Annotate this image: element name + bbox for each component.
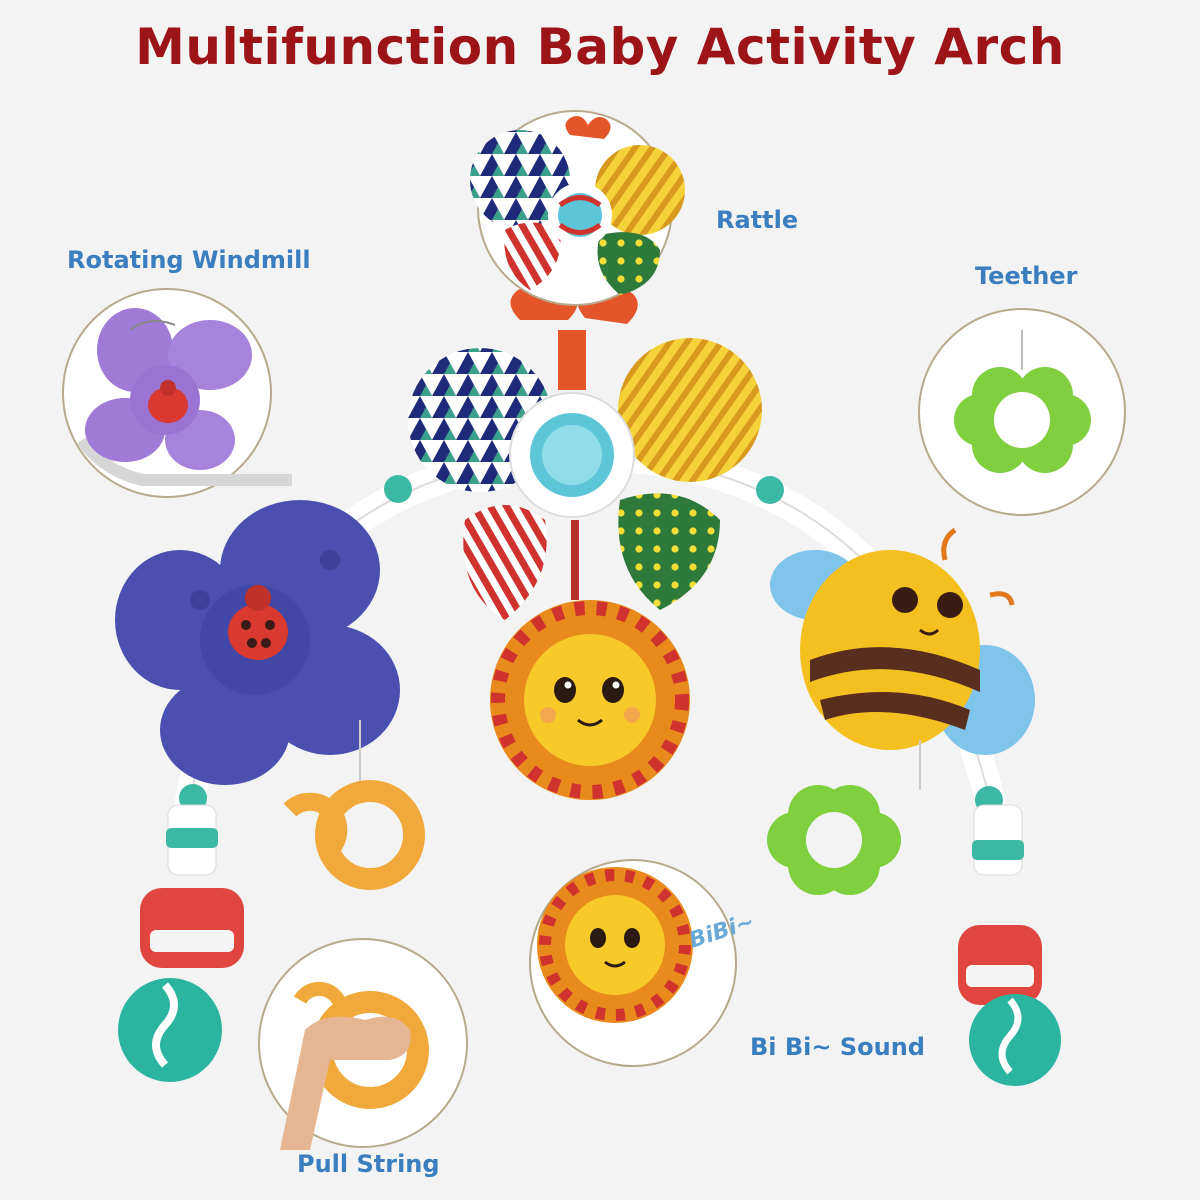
teether-feature-circle xyxy=(918,308,1126,516)
windmill-feature-circle xyxy=(62,288,292,498)
label-windmill: Rotating Windmill xyxy=(67,246,311,274)
page-title: Multifunction Baby Activity Arch xyxy=(135,18,1065,76)
left-clip xyxy=(118,804,244,1082)
bee-icon xyxy=(770,527,1035,755)
ladybug-icon xyxy=(228,585,288,660)
right-clip xyxy=(958,804,1061,1086)
label-rattle: Rattle xyxy=(716,206,799,234)
sound-feature-circle xyxy=(529,859,737,1067)
hand-icon xyxy=(280,1016,411,1150)
rotate-arrow-icon xyxy=(558,195,602,208)
rattle-feature-circle xyxy=(470,110,685,306)
center-flower-mobile xyxy=(408,286,762,620)
windmill-icon xyxy=(115,500,400,785)
label-pull-string: Pull String xyxy=(297,1150,440,1178)
pull-string-feature-circle xyxy=(258,938,468,1150)
clip-icon xyxy=(118,978,222,1082)
label-teether: Teether xyxy=(975,262,1078,290)
teether-icon xyxy=(767,785,901,895)
flower-icon xyxy=(490,600,690,800)
ring-icon xyxy=(283,780,425,890)
label-sound: Bi Bi~ Sound xyxy=(750,1033,925,1061)
